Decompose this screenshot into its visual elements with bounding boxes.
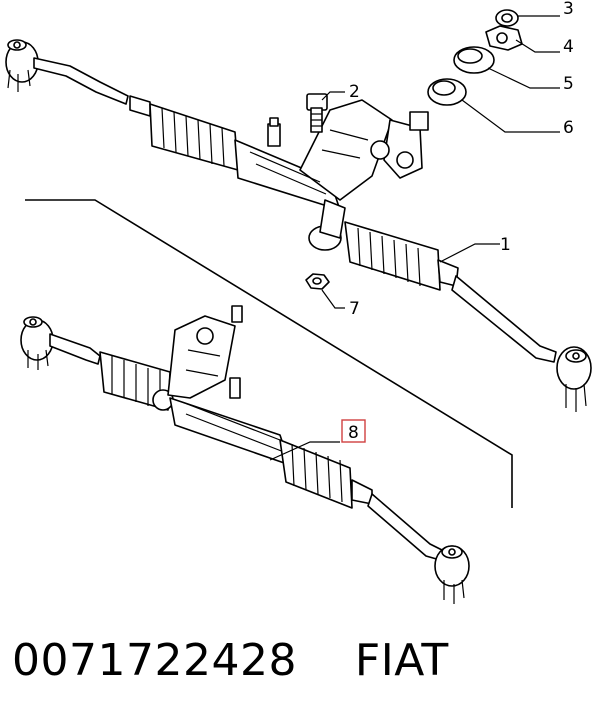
tie-rod-end-left-upper [5, 39, 129, 105]
callout-4: 4 [563, 37, 574, 57]
steering-rack-upper [5, 39, 592, 412]
leader-line-8 [269, 441, 340, 461]
seal-ring-part-5 [453, 46, 495, 74]
callout-8: 8 [348, 423, 359, 443]
callout-8-highlight-box [341, 419, 366, 443]
bushing-part-6 [427, 78, 467, 106]
brand-name: FIAT [354, 635, 449, 686]
leader-line-2 [321, 91, 345, 101]
callout-7: 7 [349, 299, 360, 319]
tie-rod-end-left-lower [20, 316, 101, 370]
part-caption: 0071722428 FIAT [12, 626, 449, 696]
bracket-part-4 [485, 25, 523, 51]
nut-part-7 [305, 273, 330, 290]
callout-5: 5 [563, 74, 574, 94]
caption-gap [297, 635, 355, 686]
leader-line-5 [487, 67, 560, 89]
tie-rod-end-right-upper [451, 275, 592, 412]
leader-line-4 [515, 39, 560, 53]
tie-rod-end-right-lower [367, 493, 470, 604]
steering-rack-lower [20, 305, 470, 604]
leader-line-6 [461, 99, 560, 133]
dust-cap-part-3 [495, 9, 519, 27]
rack-boot-right-upper [344, 221, 459, 291]
leader-line-7 [321, 289, 345, 309]
callout-3: 3 [563, 0, 574, 19]
rack-boot-left-lower [99, 351, 174, 411]
section-divider-line [25, 199, 513, 508]
rack-housing-lower [167, 305, 291, 466]
callout-6: 6 [563, 118, 574, 138]
rack-housing-upper [234, 99, 429, 251]
part-number: 0071722428 [12, 635, 297, 686]
rack-boot-left-upper [129, 95, 239, 171]
exploded-parts-diagram: 1 2 3 4 5 6 7 8 [5, 0, 592, 604]
bolt-part-2 [306, 93, 328, 133]
callout-2: 2 [349, 82, 360, 102]
rack-boot-right-lower [279, 439, 373, 509]
leader-line-1 [439, 243, 500, 263]
callout-1: 1 [500, 235, 511, 255]
